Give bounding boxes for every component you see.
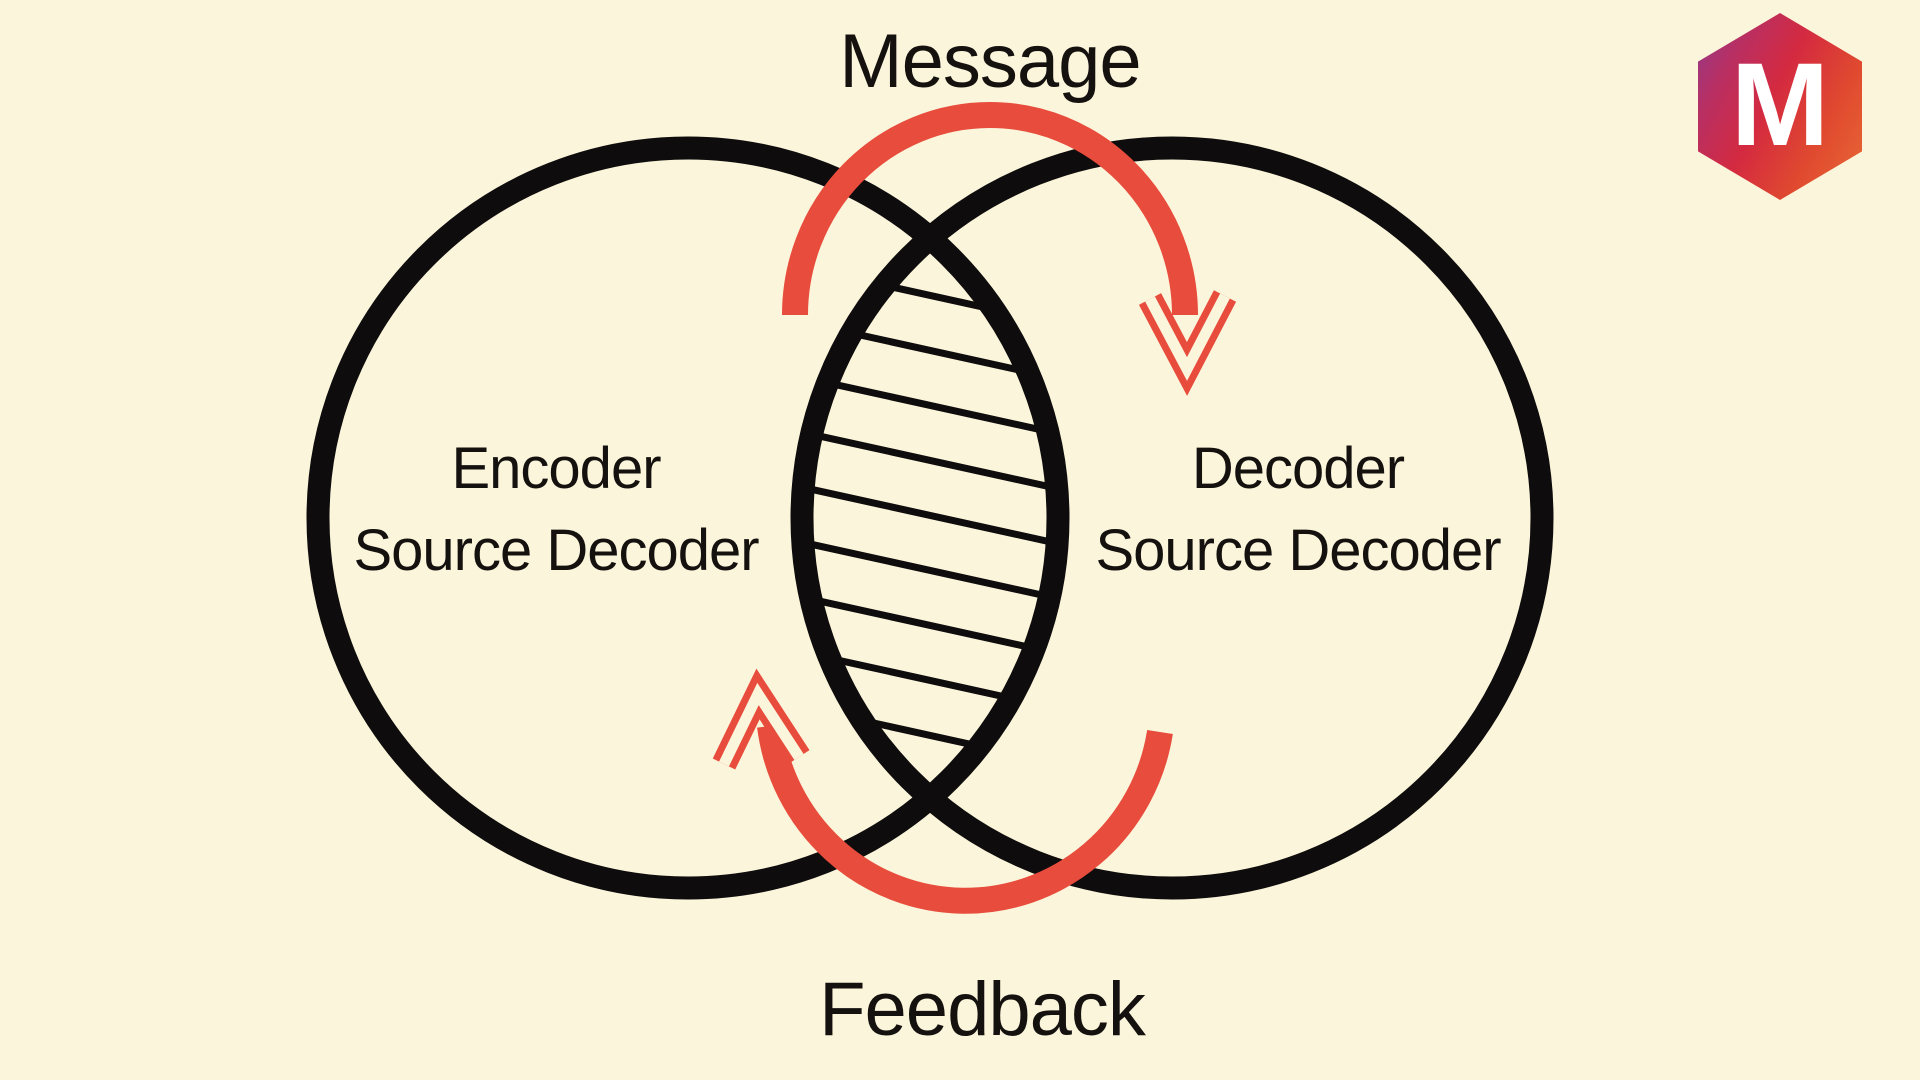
encoder-circle xyxy=(306,136,1070,900)
encoder-circle-label-line2: Source Decoder xyxy=(353,518,759,583)
feedback-label: Feedback xyxy=(819,967,1146,1052)
brand-logo-letter: M xyxy=(1730,38,1830,171)
decoder-circle-label-line2: Source Decoder xyxy=(1095,518,1501,583)
encoder-circle-label: Encoder Source Decoder xyxy=(353,428,759,592)
decoder-circle-label-line1: Decoder xyxy=(1191,436,1405,501)
encoder-circle-label-line1: Encoder xyxy=(451,436,661,501)
message-label: Message xyxy=(839,19,1141,104)
message-arrowhead-icon xyxy=(1138,290,1237,396)
feedback-arrow-arc xyxy=(757,724,1173,914)
decoder-circle xyxy=(790,136,1554,900)
decoder-circle-label: Decoder Source Decoder xyxy=(1095,428,1501,592)
feedback-arrowhead-icon xyxy=(712,668,810,770)
message-arrow-arc xyxy=(782,102,1198,316)
